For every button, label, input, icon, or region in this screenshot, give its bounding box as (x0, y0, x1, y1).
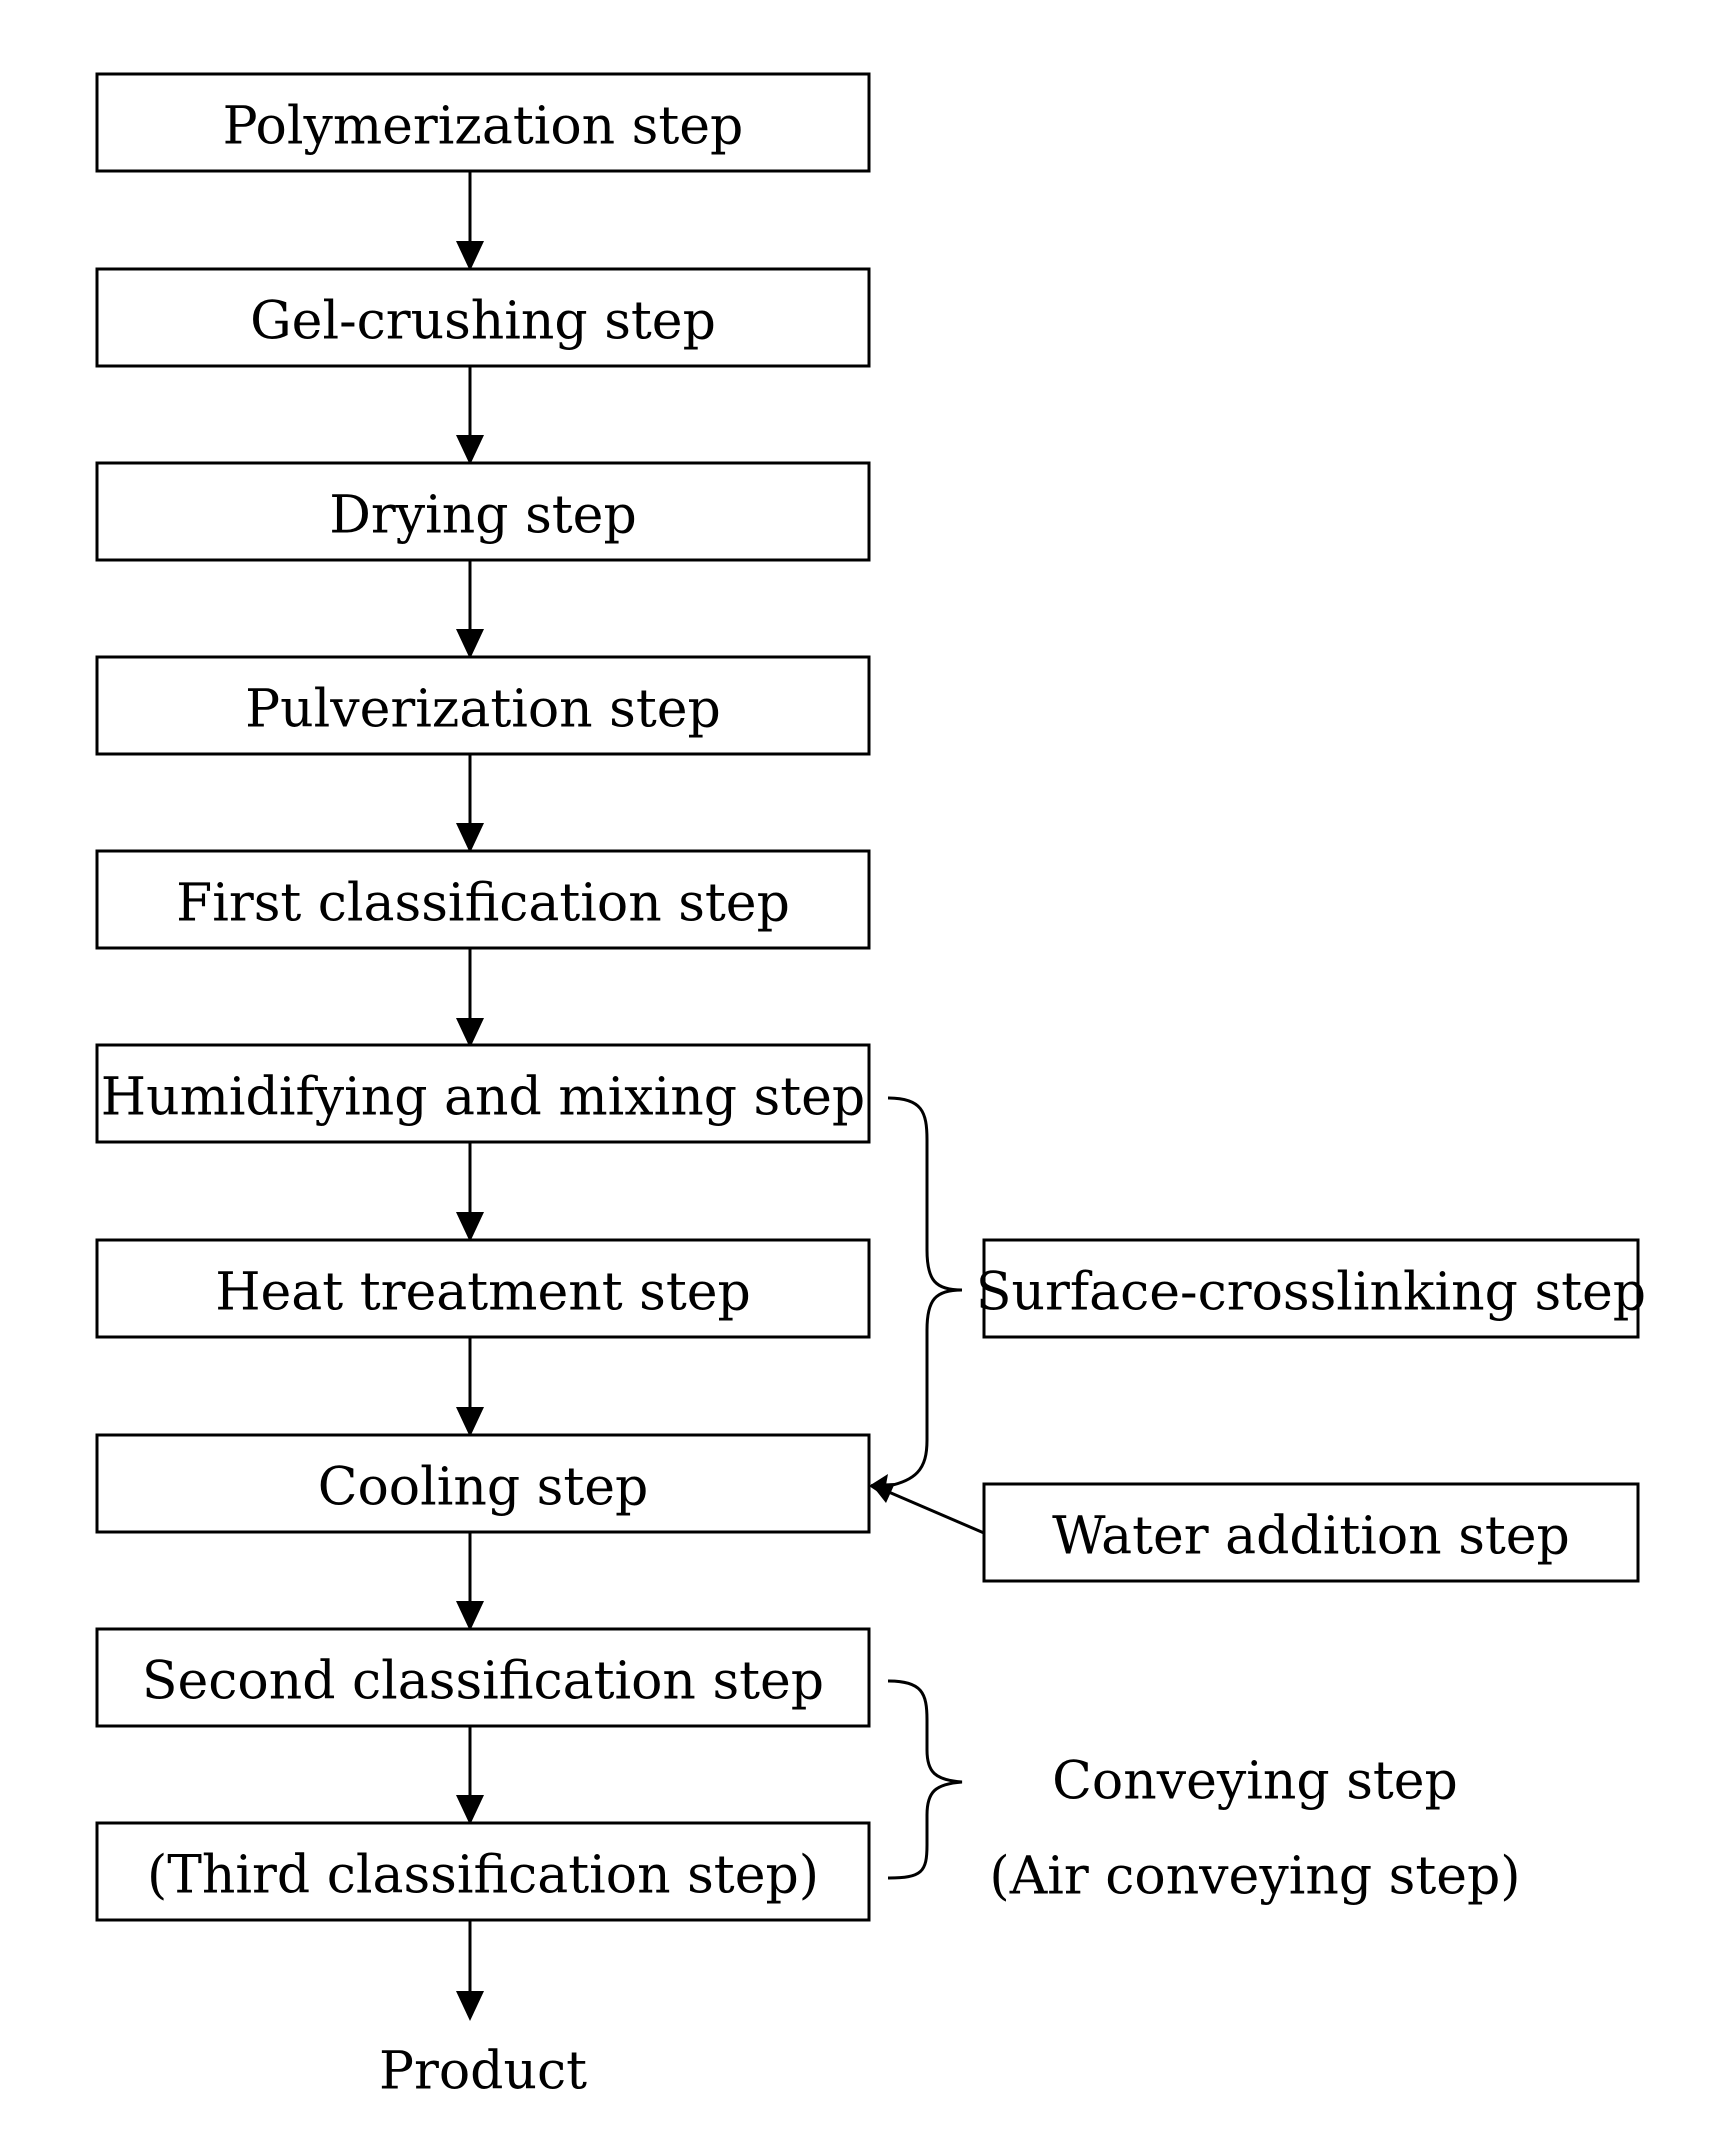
step-heat-treatment: Heat treatment step (97, 1240, 869, 1337)
step-first-classification: First classification step (97, 851, 869, 948)
step-label: Heat treatment step (215, 1263, 751, 1323)
arrowhead (456, 1212, 484, 1242)
step-second-classification: Second classification step (97, 1629, 869, 1726)
surface-crosslinking-brace (876, 1098, 962, 1488)
surface-crosslinking-label: Surface-crosslinking step (976, 1263, 1646, 1323)
step-label: Second classification step (142, 1652, 824, 1712)
arrowhead (456, 1795, 484, 1825)
step-third-classification: (Third classification step) (97, 1823, 869, 1920)
step-drying: Drying step (97, 463, 869, 560)
product-label: Product (379, 2042, 587, 2102)
step-label: Polymerization step (223, 97, 744, 157)
arrowhead (456, 1407, 484, 1437)
conveying-brace (888, 1681, 962, 1878)
step-pulverization: Pulverization step (97, 657, 869, 754)
surface-crosslinking-box: Surface-crosslinking step (976, 1240, 1646, 1337)
step-gel-crushing: Gel-crushing step (97, 269, 869, 366)
step-label: Humidifying and mixing step (101, 1068, 865, 1128)
step-label: Pulverization step (245, 680, 721, 740)
step-polymerization: Polymerization step (97, 74, 869, 171)
arrowhead (456, 1991, 484, 2021)
water-addition-label: Water addition step (1052, 1507, 1570, 1567)
water-addition-box: Water addition step (984, 1484, 1638, 1581)
arrowhead (456, 241, 484, 271)
step-label: Drying step (329, 486, 637, 546)
water-addition-arrow (884, 1490, 984, 1533)
arrowhead (456, 629, 484, 659)
step-label: Cooling step (318, 1458, 649, 1518)
arrowhead (456, 435, 484, 465)
step-label: (Third classification step) (147, 1846, 819, 1906)
step-label: Gel-crushing step (250, 292, 716, 352)
conveying-step-label: Conveying step (1052, 1752, 1458, 1812)
arrowhead (456, 823, 484, 853)
step-cooling: Cooling step (97, 1435, 869, 1532)
step-label: First classification step (176, 874, 790, 934)
step-humidifying-mixing: Humidifying and mixing step (97, 1045, 869, 1142)
arrowhead (456, 1601, 484, 1631)
air-conveying-step-label: (Air conveying step) (989, 1847, 1520, 1907)
